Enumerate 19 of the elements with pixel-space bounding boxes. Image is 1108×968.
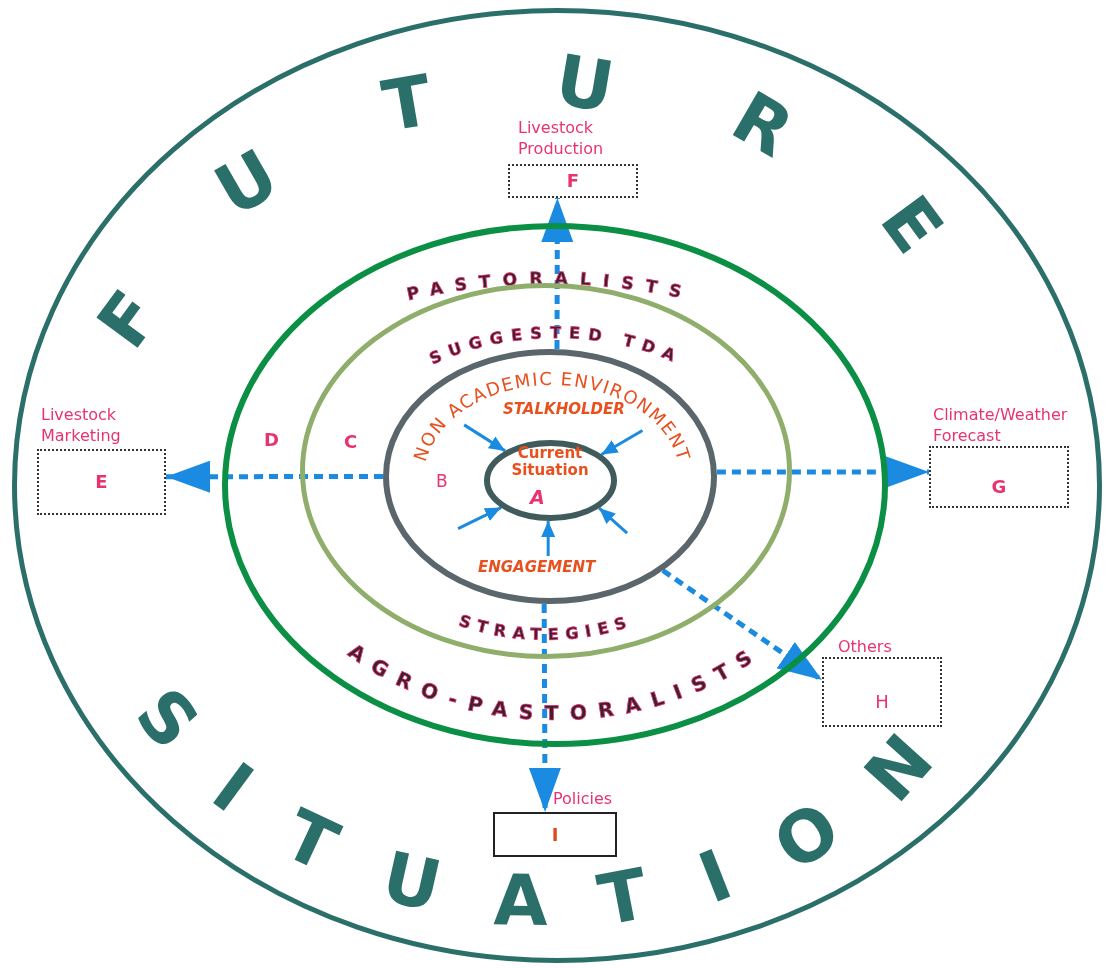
letter-label: A — [530, 487, 545, 508]
box-letter: E — [94, 472, 109, 492]
letter-label: D — [264, 430, 279, 450]
dashed-arrow — [166, 460, 383, 493]
arrow — [600, 429, 644, 456]
arrow — [541, 521, 556, 556]
letter-label: B — [436, 472, 448, 491]
arrow — [463, 423, 506, 453]
box-caption: Livestock Marketing — [41, 404, 122, 446]
dashed-arrow — [661, 568, 824, 683]
box-caption: Climate/Weather Forecast — [933, 404, 1069, 446]
ring-label: ENGAGEMENT — [478, 559, 596, 576]
arrow — [598, 507, 629, 535]
letter-label: C — [344, 432, 358, 452]
dashed-arrow — [716, 456, 929, 489]
box-caption: Others — [838, 636, 893, 657]
arrow — [457, 506, 502, 530]
box-letter: G — [990, 477, 1008, 497]
ring-title: STRATEGIES — [456, 610, 636, 645]
